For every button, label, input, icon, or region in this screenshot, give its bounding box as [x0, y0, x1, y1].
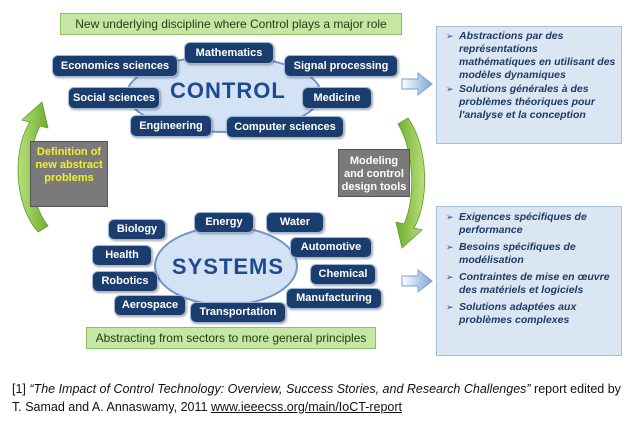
modeling-box: Modeling and control design tools — [338, 149, 410, 197]
tag-transportation: Transportation — [190, 302, 286, 323]
panel-top-item: Abstractions par des représentations mat… — [446, 30, 617, 82]
tag-robotics: Robotics — [92, 271, 158, 292]
tag-health: Health — [92, 245, 152, 266]
tag-automotive: Automotive — [290, 237, 372, 258]
footnote-text: report edited by T. Samad and A. Annaswa… — [12, 382, 621, 414]
tag-mathematics: Mathematics — [184, 42, 274, 64]
connector-arrows — [17, 71, 433, 294]
panel-abstractions: Abstractions par des représentations mat… — [436, 26, 622, 144]
tag-water: Water — [266, 212, 324, 233]
tag-computer-sciences: Computer sciences — [226, 116, 344, 138]
tag-biology: Biology — [108, 219, 166, 240]
footnote: [1] “The Impact of Control Technology: O… — [12, 380, 632, 416]
tag-medicine: Medicine — [302, 87, 372, 109]
systems-title: SYSTEMS — [171, 254, 285, 279]
panel-bottom-item: Solutions adaptées aux problèmes complex… — [446, 301, 617, 327]
footnote-title: “The Impact of Control Technology: Overv… — [29, 382, 531, 396]
tag-signal-processing: Signal processing — [284, 55, 398, 77]
tag-energy: Energy — [194, 212, 254, 233]
top-panel-arrow — [401, 71, 433, 97]
panel-bottom-item: Contraintes de mise en œuvre des matérie… — [446, 271, 617, 297]
tag-economics-sciences: Economics sciences — [52, 55, 178, 77]
panel-exigences: Exigences spécifiques de performance Bes… — [436, 206, 622, 356]
footnote-link[interactable]: www.ieeecss.org/main/IoCT-report — [210, 400, 403, 414]
definition-box: Definition of new abstract problems — [30, 141, 108, 207]
bottom-banner: Abstracting from sectors to more general… — [86, 327, 376, 349]
bottom-panel-arrow — [401, 268, 433, 294]
panel-bottom-item: Exigences spécifiques de performance — [446, 211, 617, 237]
panel-bottom-item: Besoins spécifiques de modélisation — [446, 241, 617, 267]
panel-top-item: Solutions générales à des problèmes théo… — [446, 83, 617, 122]
tag-chemical: Chemical — [310, 264, 376, 285]
footnote-ref: [1] — [12, 382, 26, 396]
top-banner: New underlying discipline where Control … — [60, 13, 402, 35]
tag-manufacturing: Manufacturing — [286, 288, 382, 309]
tag-engineering: Engineering — [130, 115, 212, 137]
control-title: CONTROL — [170, 78, 286, 103]
tag-aerospace: Aerospace — [114, 295, 186, 316]
tag-social-sciences: Social sciences — [68, 87, 160, 109]
